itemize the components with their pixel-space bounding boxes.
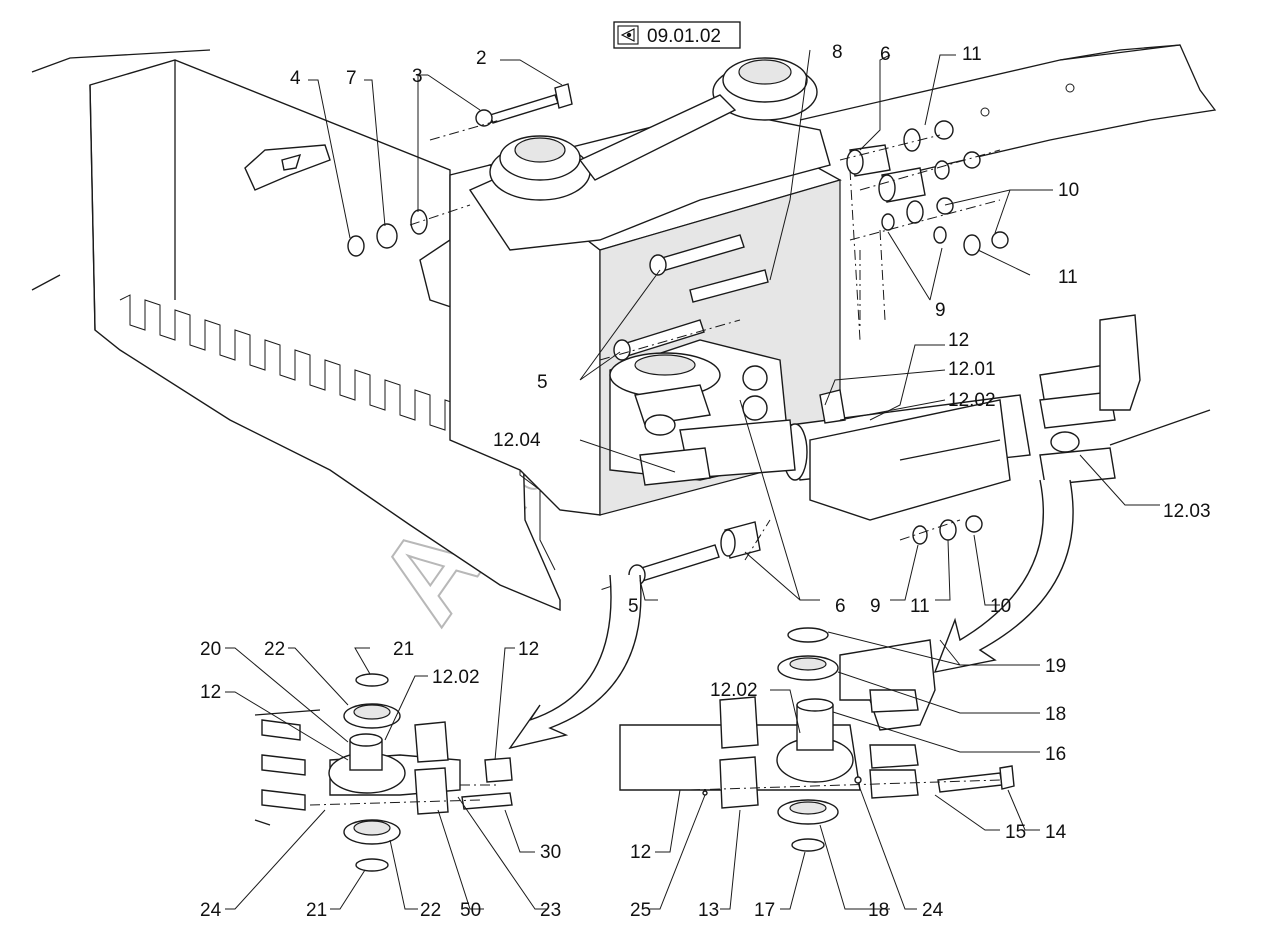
- label-25: 25: [630, 900, 651, 921]
- label-9-mid: 9: [935, 300, 946, 321]
- part-labels: 2 3 4 7 8 6 11 10 11 9 12 12.01 12.02 12…: [200, 42, 1211, 921]
- label-20: 20: [200, 639, 221, 660]
- label-5-a: 5: [537, 372, 548, 393]
- label-18-bot: 18: [868, 900, 889, 921]
- label-17: 17: [754, 900, 775, 921]
- label-22-top: 22: [264, 639, 285, 660]
- label-12-02-right: 12.02: [710, 680, 758, 701]
- label-50: 50: [460, 900, 481, 921]
- label-5-b: 5: [628, 596, 639, 617]
- reference-code: 09.01.02: [647, 26, 721, 47]
- label-21-top: 21: [393, 639, 414, 660]
- label-8: 8: [832, 42, 843, 63]
- label-23: 23: [540, 900, 561, 921]
- label-12-top: 12: [948, 330, 969, 351]
- label-6-top: 6: [880, 44, 891, 65]
- label-24-right: 24: [922, 900, 944, 921]
- label-21-bot: 21: [306, 900, 327, 921]
- label-13: 13: [698, 900, 719, 921]
- label-12-bot: 12: [630, 842, 651, 863]
- label-10-top: 10: [1058, 180, 1079, 201]
- right-clevis: [1039, 314, 1211, 486]
- label-12-left-b: 12: [518, 639, 539, 660]
- label-6-b: 6: [835, 596, 846, 617]
- main-assembly: [31, 44, 1217, 750]
- label-7: 7: [346, 68, 357, 89]
- label-4: 4: [290, 68, 301, 89]
- label-12-02-top: 12.02: [948, 390, 996, 411]
- label-12-04: 12.04: [493, 430, 541, 451]
- label-15: 15: [1005, 822, 1026, 843]
- detail-right: [619, 627, 1015, 852]
- label-12-01: 12.01: [948, 359, 996, 380]
- label-14: 14: [1045, 822, 1067, 843]
- label-22-bot: 22: [420, 900, 441, 921]
- label-12-left-a: 12: [200, 682, 221, 703]
- label-10-b: 10: [990, 596, 1011, 617]
- label-12-02-left: 12.02: [432, 667, 480, 688]
- detail-left: [254, 673, 513, 872]
- label-16: 16: [1045, 744, 1066, 765]
- label-11-b: 11: [910, 596, 930, 617]
- reference-box[interactable]: 09.01.02: [613, 21, 741, 49]
- label-2: 2: [476, 48, 487, 69]
- leader-lines: [225, 49, 1160, 910]
- label-11-top: 11: [962, 44, 982, 65]
- label-9-b: 9: [870, 596, 881, 617]
- label-30: 30: [540, 842, 561, 863]
- label-11-mid: 11: [1058, 267, 1078, 288]
- label-18-top: 18: [1045, 704, 1066, 725]
- label-3: 3: [412, 66, 423, 87]
- label-19: 19: [1045, 656, 1066, 677]
- label-24-left: 24: [200, 900, 222, 921]
- label-12-03: 12.03: [1163, 501, 1211, 522]
